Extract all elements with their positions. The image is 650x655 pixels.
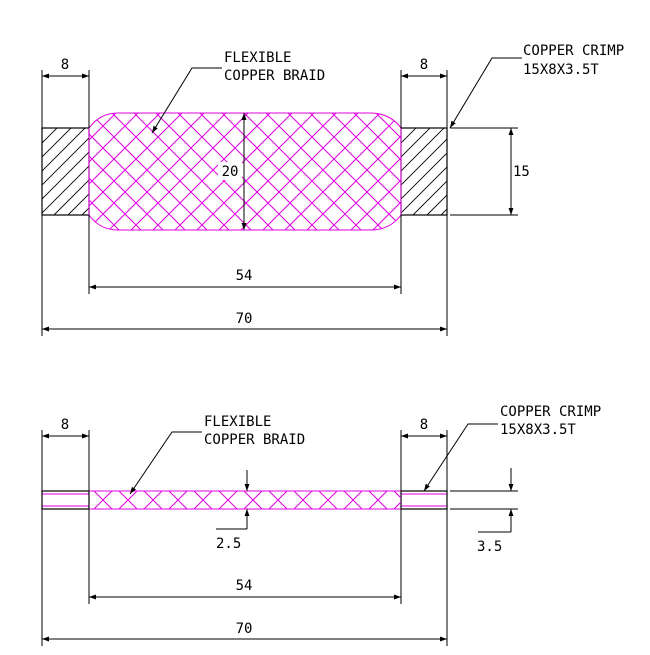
side-left-crimp-dimension: 8 (41, 417, 90, 491)
side-left-crimp (41, 490, 90, 510)
top-braid-length-label: 54 (236, 268, 253, 284)
side-right-crimp-dimension: 8 (400, 417, 448, 491)
side-crimp-callout: COPPER CRIMP 15X8X3.5T (423, 404, 601, 492)
top-braid-width-dimension: 20 (218, 113, 247, 230)
top-crimp-label-line1: COPPER CRIMP (523, 43, 624, 59)
side-left-crimp-width-label: 8 (61, 417, 69, 433)
top-crimp-callout: COPPER CRIMP 15X8X3.5T (449, 43, 624, 129)
top-overall-length-label: 70 (236, 311, 253, 327)
side-crimp-thickness-dimension: 3.5 (450, 468, 518, 555)
side-braid-callout: FLEXIBLE COPPER BRAID (129, 414, 305, 495)
top-braid-width-label: 20 (222, 164, 239, 180)
side-view: 8 8 FLEXIBLE COPPER BRAID COPPER CRIMP 1… (41, 404, 601, 646)
top-braid-length-dimension: 54 (88, 215, 402, 294)
side-braid-label-line1: FLEXIBLE (204, 414, 271, 430)
top-right-crimp (400, 127, 448, 216)
side-braid-label-line2: COPPER BRAID (204, 432, 305, 448)
top-crimp-height-label: 15 (513, 164, 530, 180)
side-braid-length-label: 54 (236, 578, 253, 594)
side-braid-thickness-label: 2.5 (216, 536, 241, 552)
top-braid-label-line1: FLEXIBLE (224, 50, 291, 66)
side-right-crimp-width-label: 8 (420, 417, 428, 433)
top-crimp-height-dimension: 15 (450, 127, 530, 216)
side-braid-length-dimension: 54 (88, 509, 402, 604)
side-crimp-thickness-label: 3.5 (477, 539, 502, 555)
side-overall-length-dimension: 70 (41, 509, 448, 646)
side-right-crimp (400, 490, 448, 510)
top-braid (88, 112, 402, 231)
top-right-crimp-width-label: 8 (420, 57, 428, 73)
side-braid-thickness-dimension: 2.5 (216, 470, 250, 552)
top-right-crimp-dimension: 8 (400, 57, 448, 128)
top-crimp-label-line2: 15X8X3.5T (523, 62, 599, 78)
top-view: 8 8 FLEXIBLE COPPER BRAID COPPER CRIMP 1… (41, 43, 624, 336)
side-overall-length-label: 70 (236, 621, 253, 637)
side-braid (89, 490, 401, 510)
top-overall-length-dimension: 70 (41, 215, 448, 336)
top-left-crimp-width-label: 8 (61, 57, 69, 73)
side-crimp-label-line1: COPPER CRIMP (500, 404, 601, 420)
side-crimp-label-line2: 15X8X3.5T (500, 422, 576, 438)
top-braid-label-line2: COPPER BRAID (224, 68, 325, 84)
top-braid-callout: FLEXIBLE COPPER BRAID (151, 50, 325, 134)
top-left-crimp-dimension: 8 (41, 57, 90, 128)
